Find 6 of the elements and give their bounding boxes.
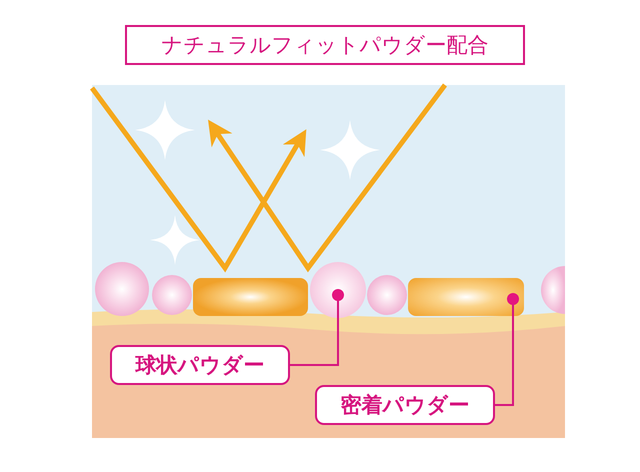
title: ナチュラルフィットパウダー配合: [125, 25, 525, 65]
leader-line: [290, 289, 344, 366]
leader-line: [495, 293, 519, 406]
flat-particle: [408, 278, 524, 316]
callout-label: 球状パウダー: [110, 345, 290, 385]
callout-label: 密着パウダー: [315, 385, 495, 425]
